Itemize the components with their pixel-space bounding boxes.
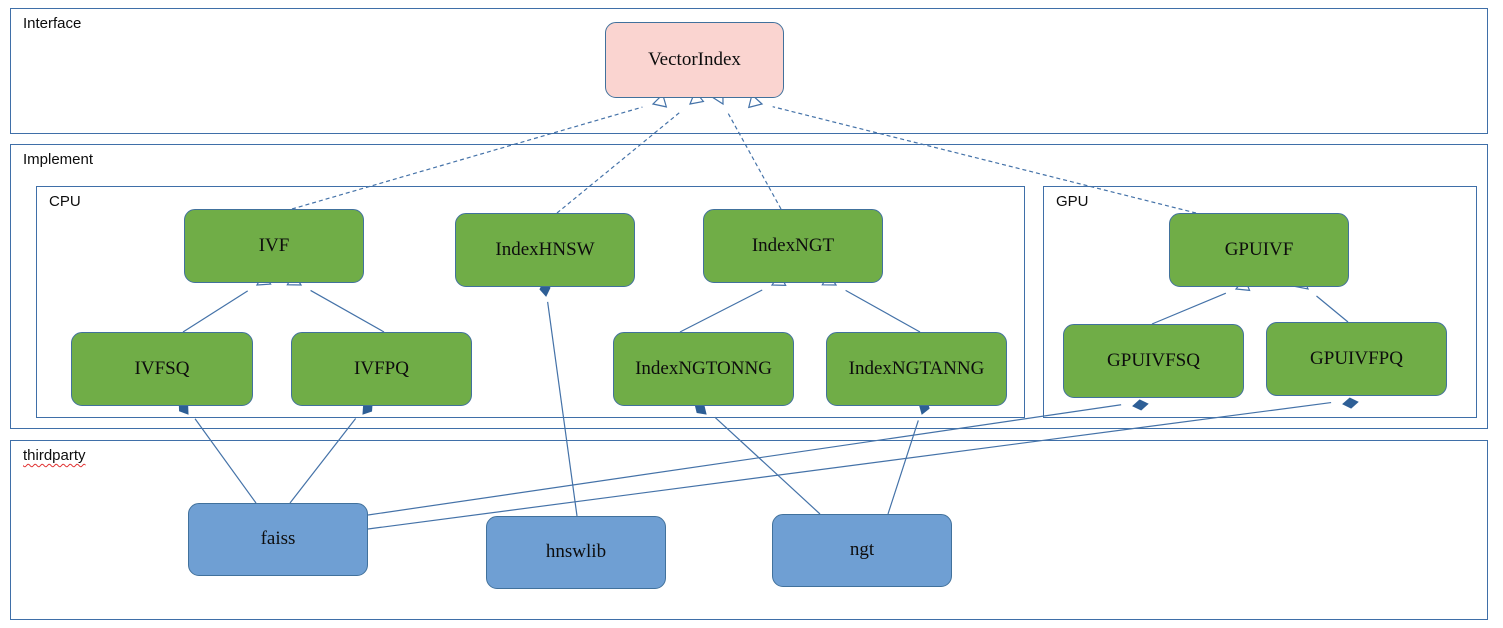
group-label-interface: Interface — [23, 15, 82, 32]
group-label-cpu: CPU — [49, 193, 81, 210]
class-node-gpuivfsq[interactable]: GPUIVFSQ — [1063, 324, 1244, 398]
class-node-gpuivfpq[interactable]: GPUIVFPQ — [1266, 322, 1447, 396]
class-node-indexngt[interactable]: IndexNGT — [703, 209, 883, 283]
class-node-ivf[interactable]: IVF — [184, 209, 364, 283]
class-node-gpuivf[interactable]: GPUIVF — [1169, 213, 1349, 287]
class-node-ivfsq[interactable]: IVFSQ — [71, 332, 253, 406]
group-label-gpu: GPU — [1056, 193, 1089, 210]
group-label-thirdparty: thirdparty — [23, 447, 86, 464]
class-node-vectorindex[interactable]: VectorIndex — [605, 22, 784, 98]
class-node-faiss[interactable]: faiss — [188, 503, 368, 576]
class-node-indexngtonng[interactable]: IndexNGTONNG — [613, 332, 794, 406]
class-node-indexngtanng[interactable]: IndexNGTANNG — [826, 332, 1007, 406]
group-label-implement: Implement — [23, 151, 94, 168]
class-node-ivfpq[interactable]: IVFPQ — [291, 332, 472, 406]
class-node-ngt[interactable]: ngt — [772, 514, 952, 587]
class-node-indexhnsw[interactable]: IndexHNSW — [455, 213, 635, 287]
class-node-hnswlib[interactable]: hnswlib — [486, 516, 666, 589]
